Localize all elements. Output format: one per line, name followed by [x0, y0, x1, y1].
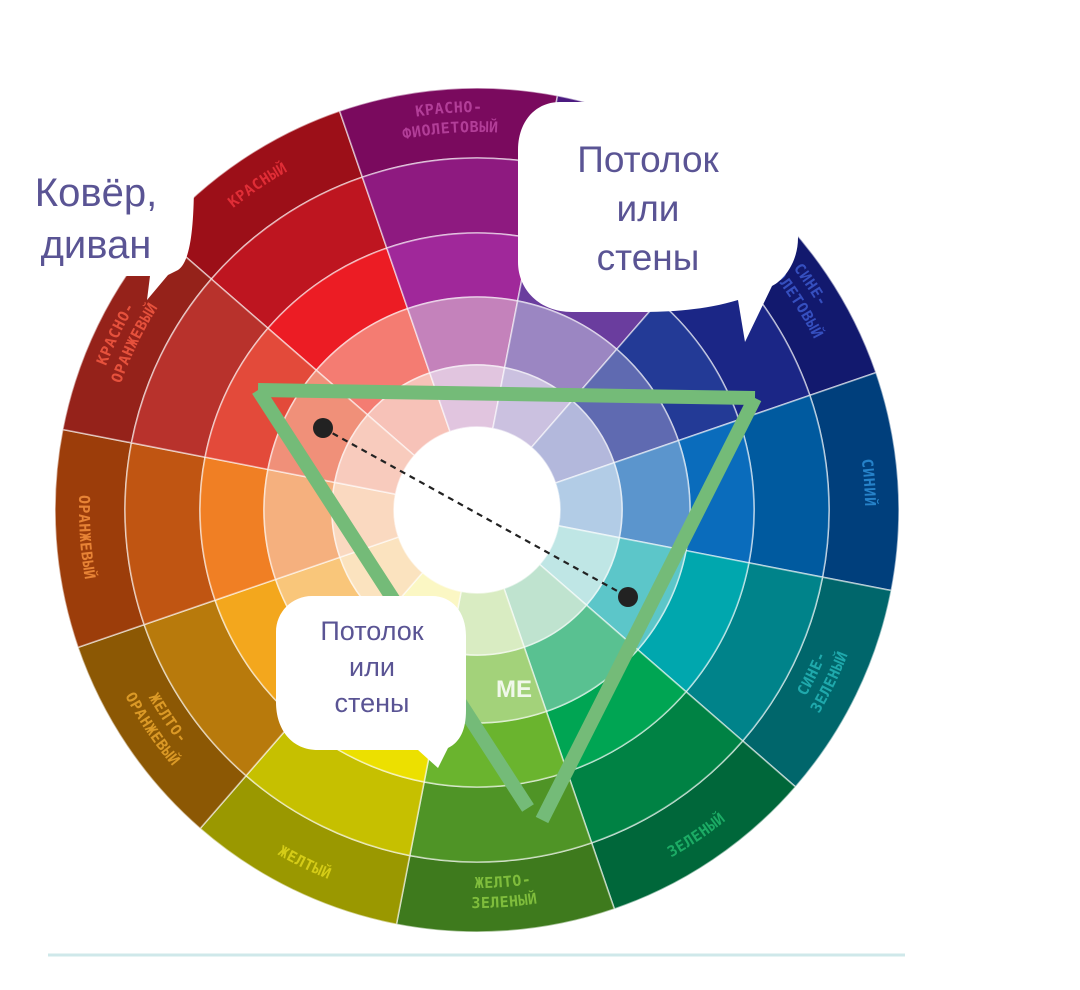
ring-label: ЗЕЛЕНЫЙ: [471, 888, 538, 912]
ring-label: КРАСНО-: [414, 98, 483, 121]
bubble-carpet-line-1: Ковёр,: [35, 171, 157, 215]
bubble-ceiling-walls-top: Потолок или стены: [518, 102, 798, 342]
complement-dot-cyan: [618, 587, 638, 607]
bubble-ceiling-bottom-line-2: или: [349, 652, 395, 682]
center-fragment-label: МЕ: [496, 676, 532, 703]
segment-красный: [157, 109, 451, 457]
bubble-ceiling-top-line-2: или: [617, 188, 680, 229]
wheel-center: [394, 427, 560, 593]
ring-label: ЖЕЛТО-: [475, 870, 533, 892]
complement-dashed-line: [322, 427, 629, 598]
bubble-ceiling-top-shape: [518, 102, 798, 342]
complement-dot-red: [313, 418, 333, 438]
bubble-carpet-sofa: Ковёр, диван: [0, 0, 195, 300]
bubble-ceiling-bottom-line-3: стены: [335, 688, 410, 718]
bubble-ceiling-bottom-shape: [276, 596, 466, 768]
segment-сине-зеленый: [538, 524, 893, 788]
bubble-carpet-shape: [0, 0, 195, 300]
bubble-ceiling-walls-bottom: Потолок или стены: [276, 596, 466, 768]
bubble-ceiling-bottom-line-1: Потолок: [320, 616, 423, 646]
triad-top-edge: [257, 383, 756, 405]
bubble-carpet-line-2: диван: [41, 223, 152, 267]
complementary-pair-line: [313, 418, 638, 607]
bubble-ceiling-top-line-3: стены: [597, 237, 700, 278]
ring-label: СИНИЙ: [858, 458, 880, 507]
triad-right-edge: [535, 394, 762, 824]
bubble-ceiling-top-line-1: Потолок: [577, 139, 719, 180]
